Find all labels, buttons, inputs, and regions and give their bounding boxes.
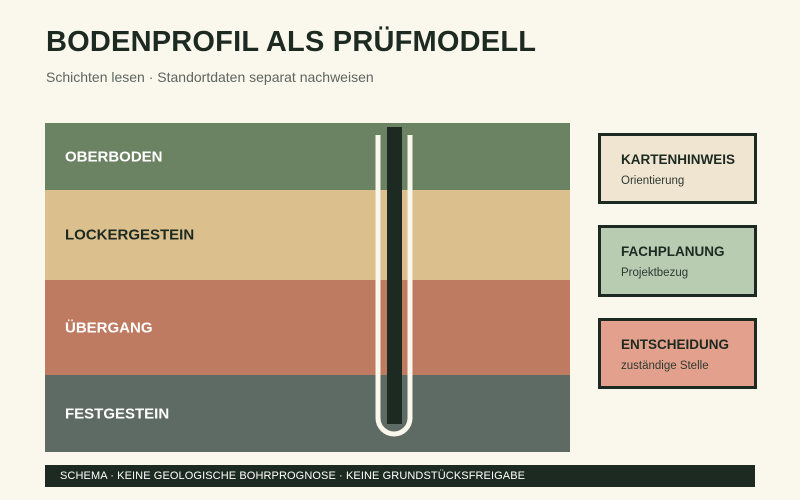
layer-label-uebergang: ÜBERGANG	[65, 319, 153, 336]
card-subtitle-fachplanung: Projektbezug	[621, 267, 689, 279]
card-kartenhinweis: KARTENHINWEIS Orientierung	[598, 133, 757, 204]
footer-bar: SCHEMA · KEINE GEOLOGISCHE BOHRPROGNOSE …	[45, 465, 755, 487]
card-subtitle-kartenhinweis: Orientierung	[621, 175, 685, 187]
card-fachplanung: FACHPLANUNG Projektbezug	[598, 225, 757, 297]
layer-festgestein: FESTGESTEIN	[45, 375, 570, 452]
card-subtitle-entscheidung: zuständige Stelle	[621, 360, 709, 372]
layer-oberboden: OBERBODEN	[45, 123, 570, 190]
layer-uebergang: ÜBERGANG	[45, 280, 570, 375]
layer-lockergestein: LOCKERGESTEIN	[45, 190, 570, 280]
card-title-entscheidung: ENTSCHEIDUNG	[621, 337, 730, 352]
page-title: BODENPROFIL ALS PRÜFMODELL	[46, 26, 537, 58]
card-title-kartenhinweis: KARTENHINWEIS	[621, 152, 735, 167]
card-title-fachplanung: FACHPLANUNG	[621, 244, 725, 259]
layer-label-lockergestein: LOCKERGESTEIN	[65, 226, 195, 244]
probe-tube-outline	[375, 135, 413, 437]
layer-label-festgestein: FESTGESTEIN	[65, 405, 170, 422]
drill-probe-icon	[375, 127, 413, 437]
layer-label-oberboden: OBERBODEN	[65, 148, 163, 165]
footer-note: SCHEMA · KEINE GEOLOGISCHE BOHRPROGNOSE …	[60, 470, 526, 482]
probe-core	[387, 127, 402, 424]
card-entscheidung: ENTSCHEIDUNG zuständige Stelle	[598, 318, 757, 389]
soil-profile: OBERBODEN LOCKERGESTEIN ÜBERGANG FESTGES…	[45, 123, 570, 452]
page-subtitle: Schichten lesen · Standortdaten separat …	[46, 69, 374, 85]
